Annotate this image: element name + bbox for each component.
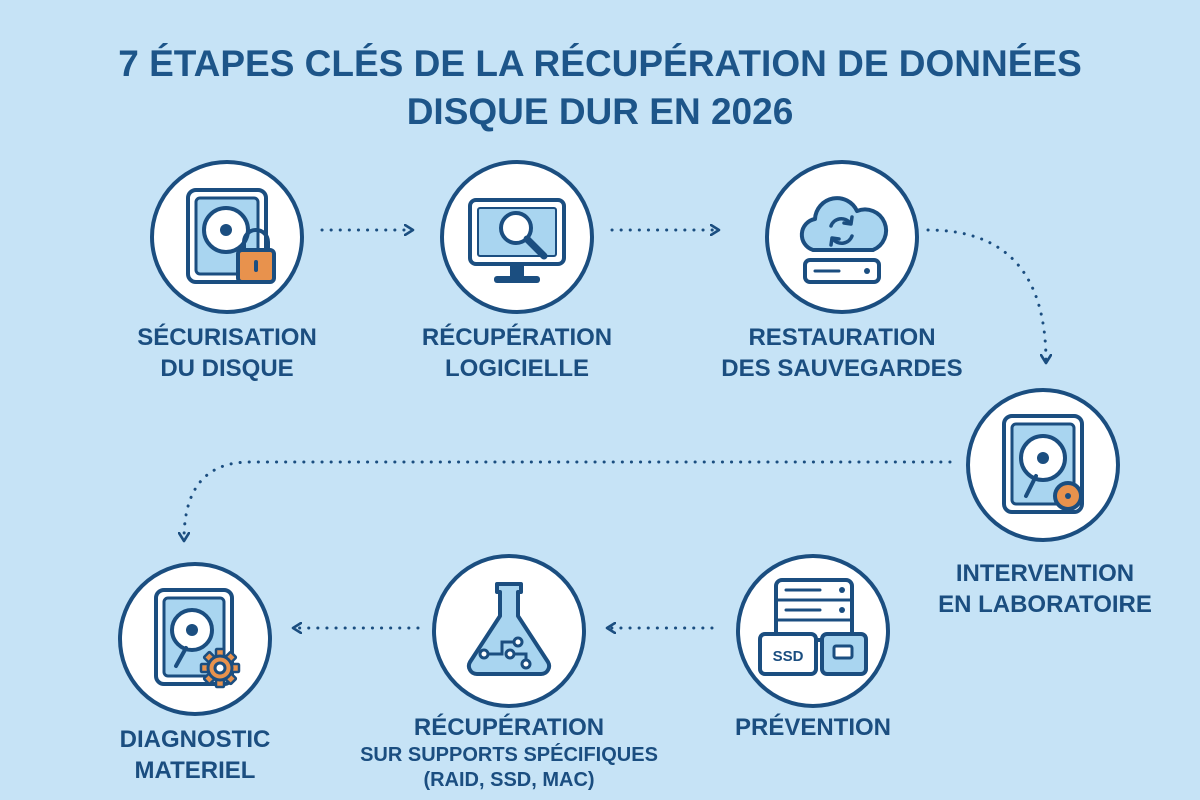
page-title: 7 ÉTAPES CLÉS DE LA RÉCUPÉRATION DE DONN… [0, 40, 1200, 136]
step-label-line: DES SAUVEGARDES [721, 355, 963, 382]
step-label-line: LOGICIELLE [445, 355, 589, 382]
step-label-line: (RAID, SSD, MAC) [423, 769, 595, 791]
monitor-magnifier-icon [468, 198, 566, 283]
step-label-restauration: RESTAURATION DES SAUVEGARDES [712, 322, 972, 384]
step-label-line: RÉCUPÉRATION [413, 714, 605, 741]
storage-devices-ssd-icon: SSD [758, 578, 868, 676]
cloud-sync-server-icon [799, 196, 889, 284]
lab-flask-circuit-icon [466, 582, 552, 677]
step-node-diagnostic [118, 562, 272, 716]
step-label-line: SUR SUPPORTS SPÉCIFIQUES [360, 744, 658, 766]
step-node-laboratoire [966, 388, 1120, 542]
step-label-line: SÉCURISATION [137, 324, 317, 351]
step-label-diagnostic: DIAGNOSTIC MATERIEL [80, 724, 310, 786]
step-label-prevention: PRÉVENTION [683, 712, 943, 743]
step-label-laboratoire: INTERVENTION EN LABORATOIRE [920, 558, 1170, 620]
step-label-supports-specifiques: RÉCUPÉRATION SUR SUPPORTS SPÉCIFIQUES (R… [329, 712, 689, 793]
connector-3-4 [926, 228, 1046, 362]
step-label-line: RESTAURATION [748, 324, 936, 351]
step-label-line: DIAGNOSTIC [119, 726, 271, 753]
step-label-line: PRÉVENTION [734, 714, 892, 741]
title-line-1: 7 ÉTAPES CLÉS DE LA RÉCUPÉRATION DE DONN… [118, 43, 1082, 84]
step-label-line: DU DISQUE [160, 355, 294, 382]
hard-drive-gear-icon [154, 588, 241, 689]
step-node-prevention: SSD [736, 554, 890, 708]
title-line-2: DISQUE DUR EN 2026 [406, 91, 794, 132]
step-label-recuperation-logicielle: RÉCUPÉRATION LOGICIELLE [397, 322, 637, 384]
hard-drive-disk-icon [1002, 414, 1084, 514]
step-label-line: MATERIEL [134, 757, 256, 784]
step-label-securisation: SÉCURISATION DU DISQUE [107, 322, 347, 384]
hard-drive-lock-icon [186, 188, 276, 284]
step-label-line: INTERVENTION [955, 560, 1135, 587]
connector-4-7 [184, 460, 952, 540]
step-node-supports-specifiques [432, 554, 586, 708]
step-node-recuperation-logicielle [440, 160, 594, 314]
step-label-line: EN LABORATOIRE [938, 591, 1152, 618]
step-node-restauration [765, 160, 919, 314]
step-node-securisation [150, 160, 304, 314]
ssd-label: SSD [773, 648, 804, 665]
step-label-line: RÉCUPÉRATION [421, 324, 613, 351]
